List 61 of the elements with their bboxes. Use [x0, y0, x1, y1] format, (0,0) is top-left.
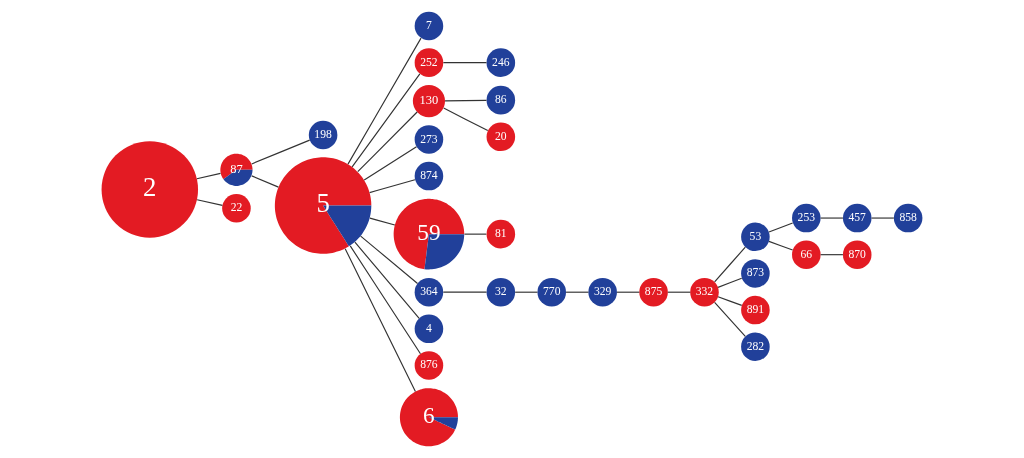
connector	[514, 291, 539, 293]
node-circle: 457	[842, 203, 872, 233]
connector	[714, 246, 746, 283]
node-circle: 282	[741, 332, 770, 361]
connector	[717, 277, 743, 288]
node-circle: 875	[639, 277, 668, 307]
node-circle: 53	[741, 222, 770, 252]
connector	[444, 99, 487, 102]
connector	[820, 217, 844, 219]
node-circle: 130	[412, 84, 445, 118]
node-circle: 198	[308, 120, 338, 150]
connector	[357, 111, 418, 173]
node-circle: 874	[414, 161, 444, 191]
node-circle: 329	[588, 277, 617, 307]
node-circle: 770	[537, 277, 567, 307]
connector	[442, 62, 488, 64]
node-circle: 246	[486, 48, 516, 77]
node-circle: 253	[792, 203, 821, 233]
connector	[196, 172, 222, 180]
connector	[196, 199, 223, 206]
node-circle: 858	[893, 203, 923, 233]
connector	[363, 146, 418, 181]
connector	[251, 139, 311, 165]
connector	[369, 179, 416, 194]
node-circle: 873	[741, 259, 770, 288]
connector	[349, 245, 422, 355]
node-circle: 332	[690, 277, 719, 307]
connector	[347, 37, 422, 165]
node-circle: 2	[101, 141, 199, 238]
connector	[667, 291, 691, 293]
node-circle: 870	[842, 240, 872, 269]
connector	[565, 291, 589, 293]
node-circle: 273	[414, 125, 444, 154]
node-circle: 4	[414, 314, 444, 344]
connector	[820, 254, 844, 256]
connector	[360, 235, 419, 285]
node-circle: 32	[486, 277, 516, 307]
node-circle: 66	[792, 240, 821, 269]
connector	[442, 291, 488, 293]
node-circle: 876	[414, 351, 444, 380]
connector	[717, 296, 743, 306]
connector	[768, 222, 794, 233]
connector	[369, 217, 396, 226]
connector	[354, 241, 420, 319]
connector	[870, 217, 895, 219]
connector	[616, 291, 640, 293]
connector	[714, 301, 746, 338]
connector	[463, 233, 487, 235]
node-circle: 891	[741, 295, 770, 325]
node-circle: 252	[414, 48, 444, 77]
node-circle: 7	[414, 11, 444, 41]
node-circle: 20	[486, 122, 516, 152]
node-circle: 81	[486, 219, 516, 249]
node-circle: 22	[222, 193, 251, 223]
connector	[251, 175, 279, 188]
connector	[351, 73, 421, 168]
connector	[443, 107, 489, 132]
node-circle: 86	[486, 85, 516, 115]
connector	[768, 240, 794, 251]
node-circle: 364	[414, 277, 444, 307]
connector	[344, 248, 416, 393]
